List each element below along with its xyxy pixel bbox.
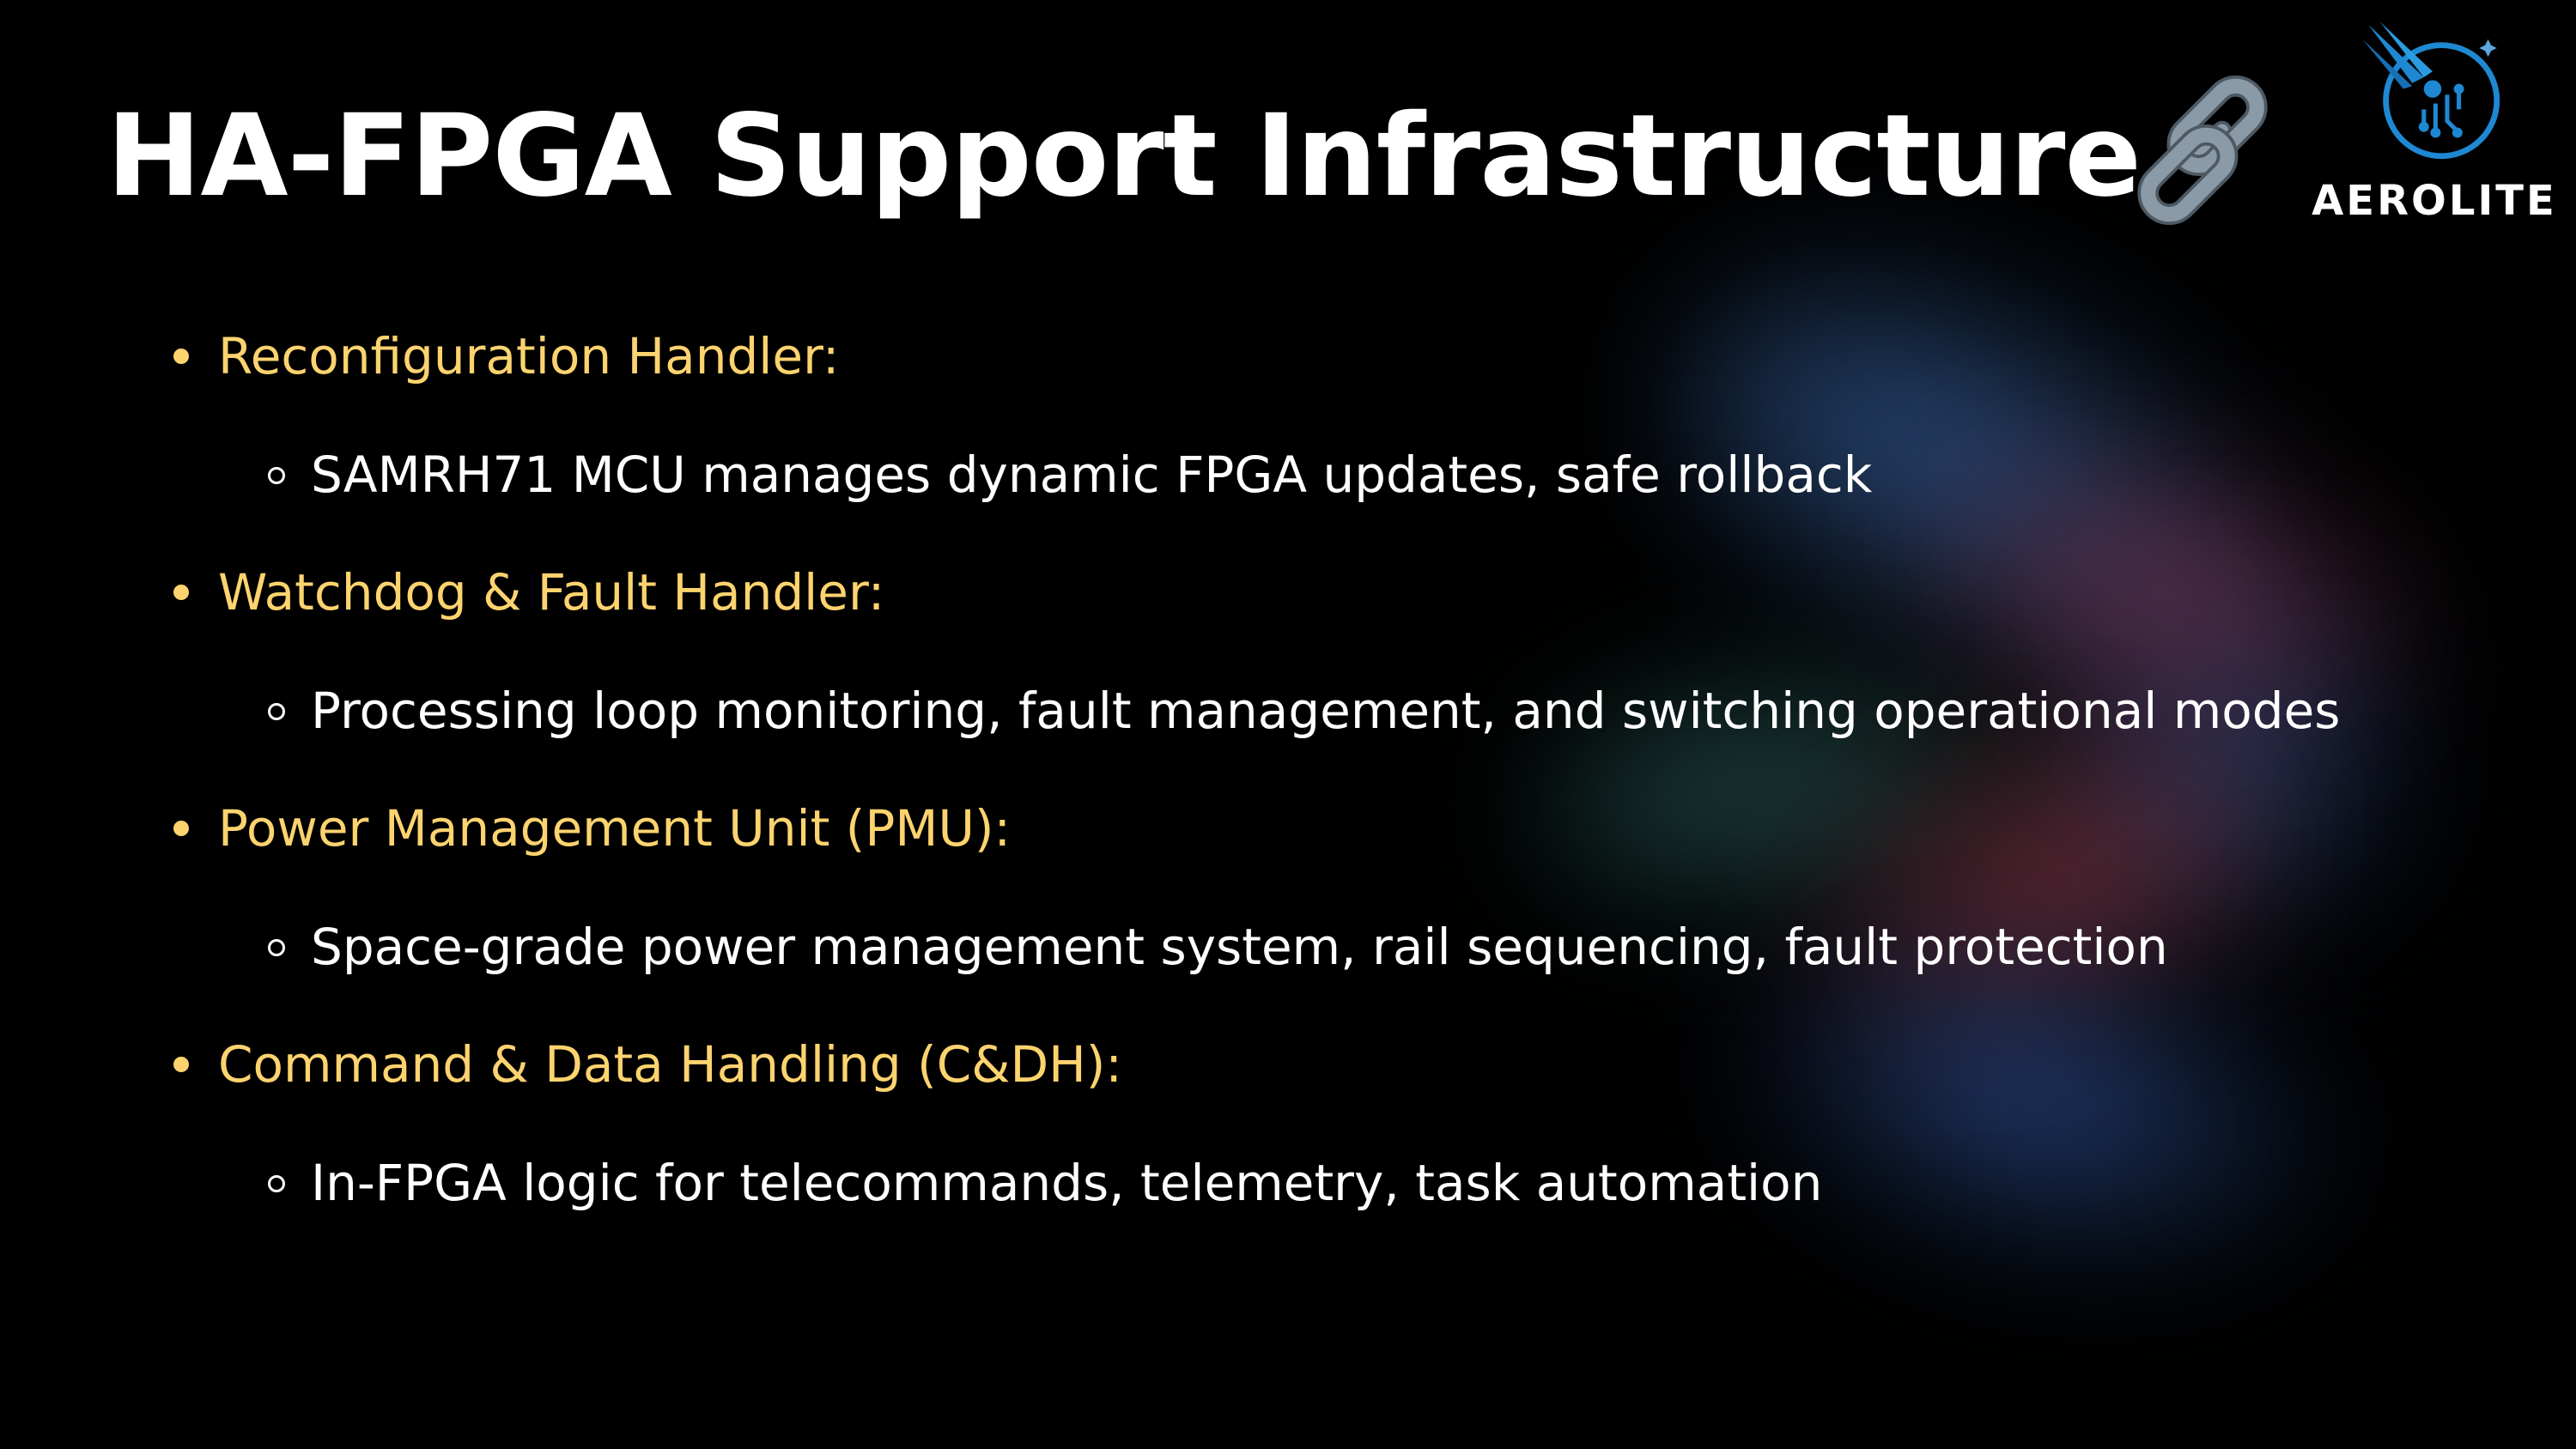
- bullet-heading: Power Management Unit (PMU):: [173, 794, 1012, 863]
- bullet-heading-text: Power Management Unit (PMU):: [218, 799, 1012, 858]
- bullet-detail: SAMRH71 MCU manages dynamic FPGA updates…: [268, 440, 1873, 509]
- bullet-detail-text: In-FPGA logic for telecommands, telemetr…: [311, 1154, 1823, 1212]
- bullet-ring-icon: [268, 939, 285, 956]
- bullet-detail: In-FPGA logic for telecommands, telemetr…: [268, 1149, 1823, 1217]
- slide-title: HA-FPGA Support Infrastructure: [106, 90, 2142, 222]
- meteor-circuit-logo-icon: [2362, 21, 2500, 160]
- bullet-heading: Watchdog & Fault Handler:: [173, 558, 885, 627]
- bullet-dot-icon: [173, 821, 189, 836]
- bullet-heading-text: Watchdog & Fault Handler:: [218, 563, 885, 621]
- chain-link-icon: [2137, 75, 2268, 226]
- bullet-heading-text: Reconfiguration Handler:: [218, 327, 840, 385]
- bullet-detail: Space-grade power management system, rai…: [268, 912, 2168, 981]
- bullet-ring-icon: [268, 1175, 285, 1192]
- bullet-dot-icon: [173, 585, 189, 600]
- bullet-dot-icon: [173, 1057, 189, 1072]
- bullet-detail-text: Processing loop monitoring, fault manage…: [311, 682, 2341, 740]
- bullet-detail-text: SAMRH71 MCU manages dynamic FPGA updates…: [311, 446, 1873, 504]
- bullet-heading: Reconfiguration Handler:: [173, 322, 840, 391]
- bullet-heading: Command & Data Handling (C&DH):: [173, 1030, 1122, 1099]
- bullet-dot-icon: [173, 349, 189, 364]
- bullet-ring-icon: [268, 703, 285, 720]
- logo-wordmark: AEROLITE: [2312, 177, 2557, 225]
- bullet-detail: Processing loop monitoring, fault manage…: [268, 676, 2341, 745]
- bullet-ring-icon: [268, 467, 285, 484]
- aerolite-logo: AEROLITE: [2310, 19, 2559, 233]
- bullet-detail-text: Space-grade power management system, rai…: [311, 918, 2168, 976]
- bullet-heading-text: Command & Data Handling (C&DH):: [218, 1035, 1122, 1094]
